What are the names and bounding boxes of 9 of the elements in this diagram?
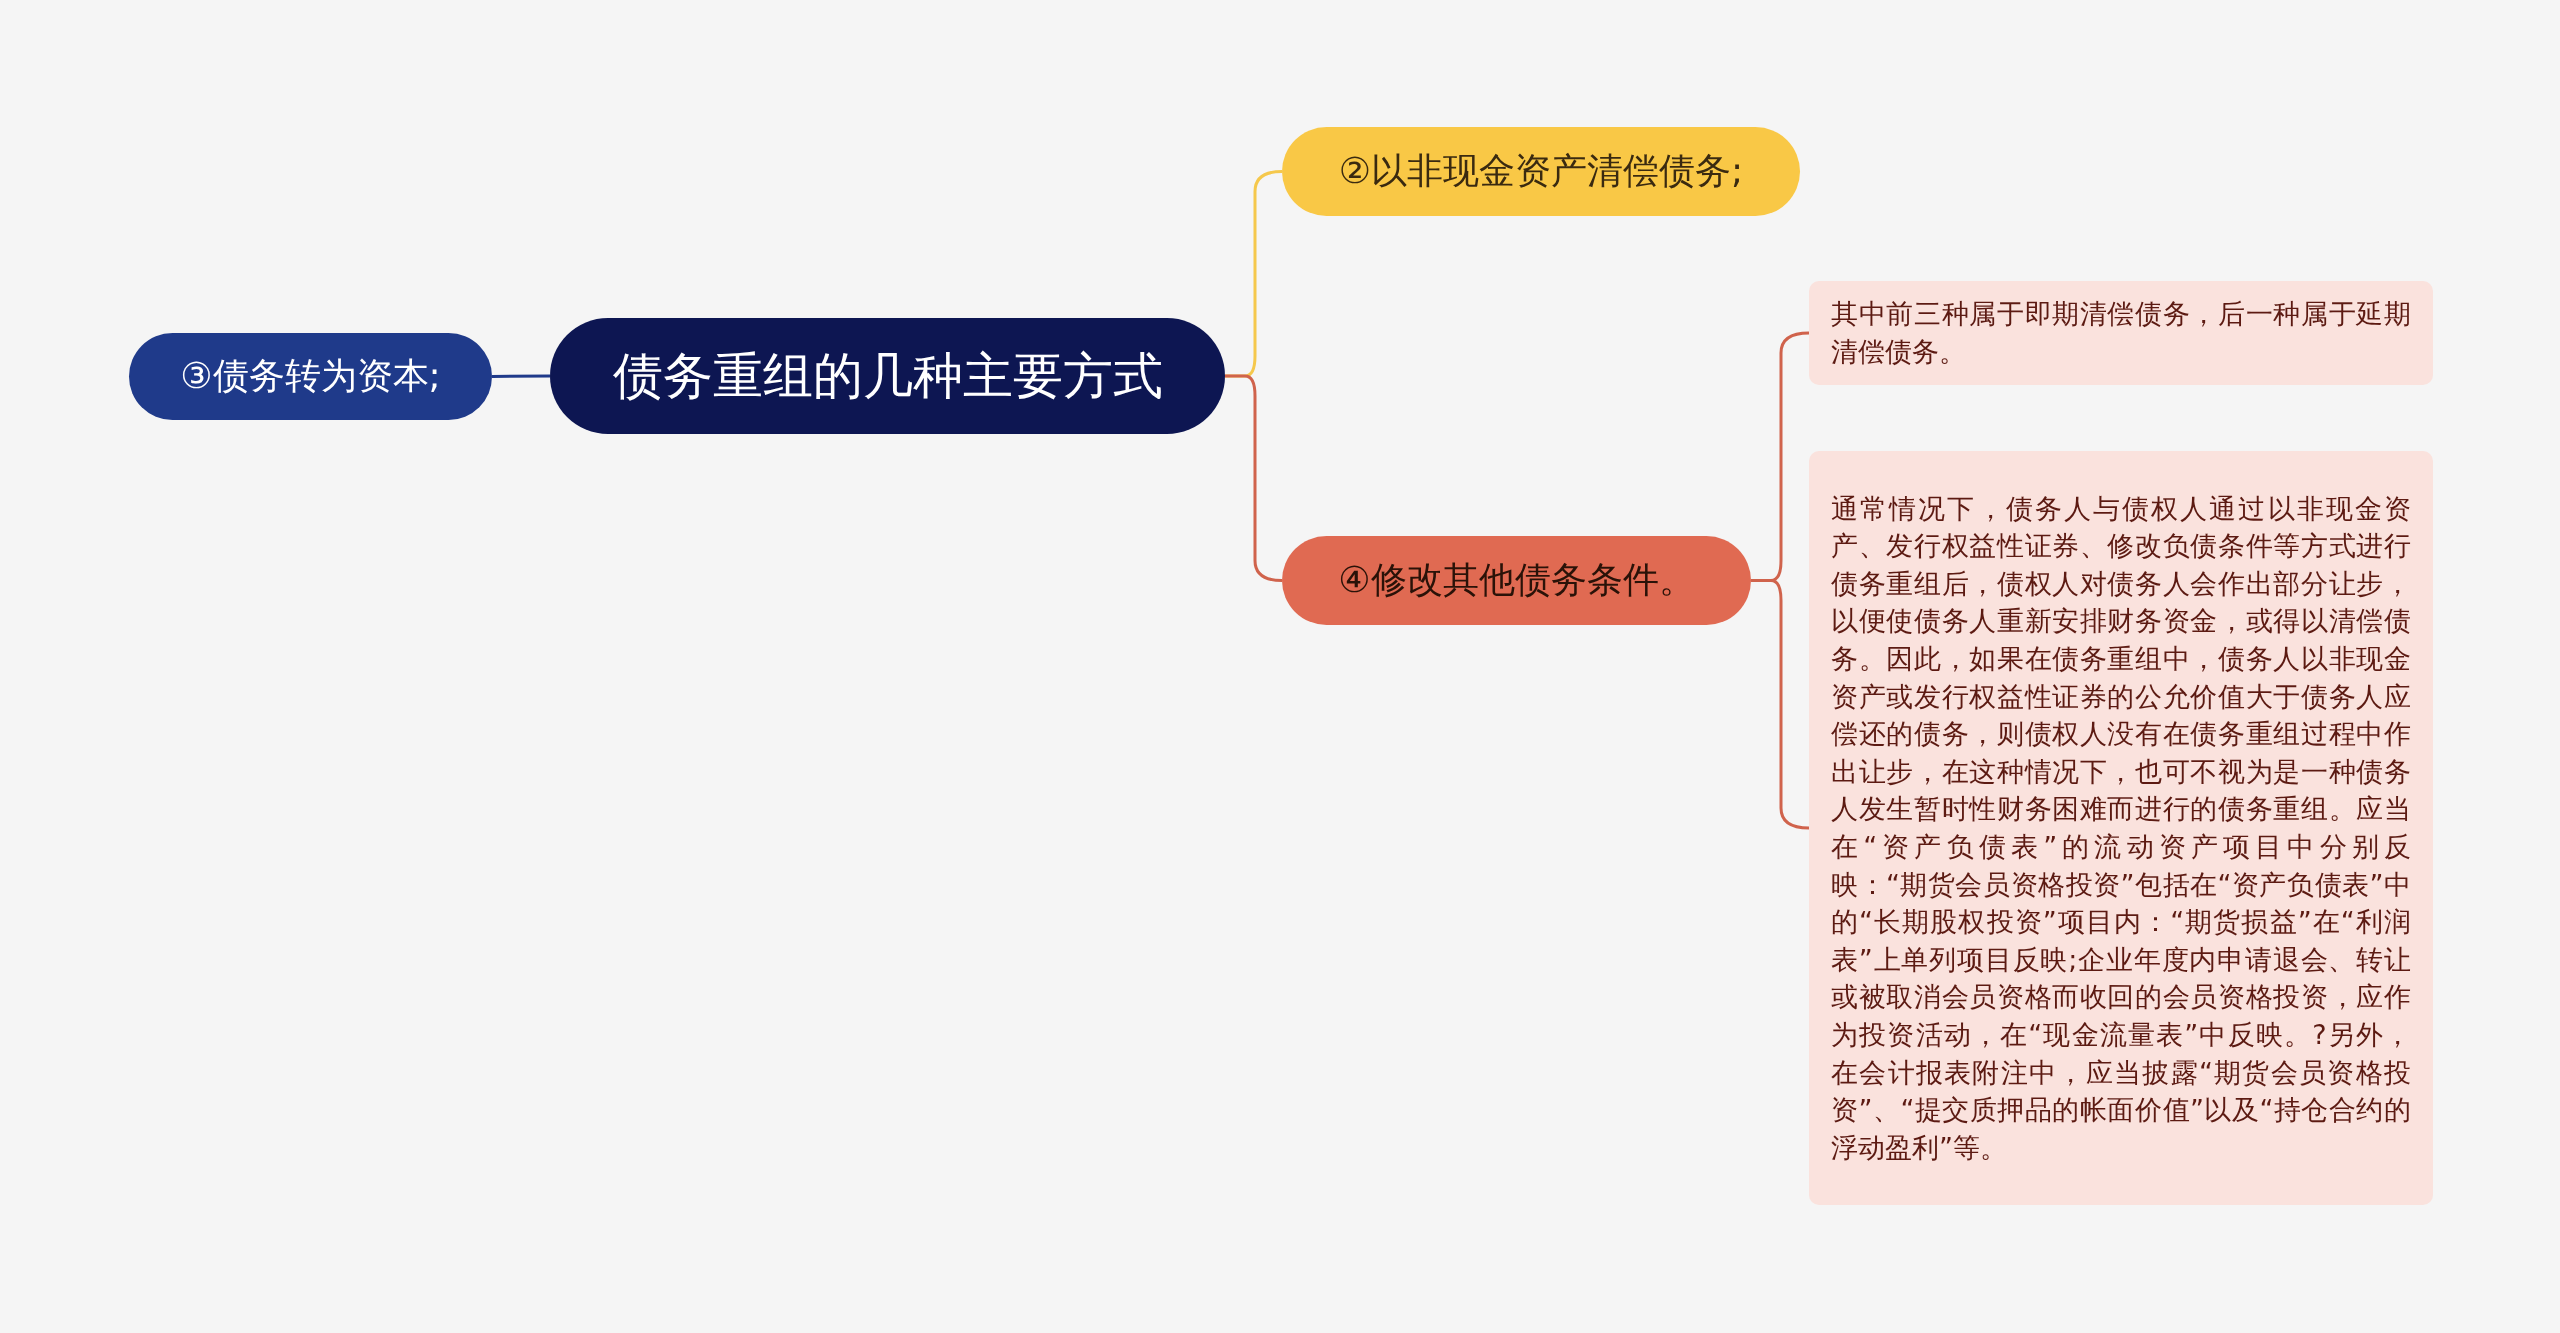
note-text: 通常情况下，债务人与债权人通过以非现金资产、发行权益性证券、修改负债条件等方式进行债务重组后，债权人对债务人会作出部分让步，以便使债务人重新安排财务资金，或得以清偿债务。因此，如果在债务重组中，债务人以非现金资产或发行权益性证券的公允价值大于债务人应偿还的债务，则债权人没有在债务重组过程中作出让步，在这种情况下，也可不视为是一种债务人发生暂时性财务困难而进行的债务重组。应当在“资产负债表”的流动资产项目中分别反映：“期货会员资格投资”包括在“资产负债表”中的“长期股权投资”项目内：“期货损益”在“利润表”上单列项目反映;企业年度内申请退会、转让或被取消会员资格而收回的会员资格投资，应作为投资活动，在“现金流量表”中反映。?另外，在会计报表附注中，应当披露“期货会员资格投资”、“提交质押品的帐面价值”以及“持仓合约的浮动盈利”等。	[1831, 491, 2411, 1165]
branch-label: 债务重组的几种主要方式	[612, 345, 1163, 407]
note-box	[1809, 281, 2433, 385]
note-text: 其中前三种属于即期清偿债务，后一种属于延期清偿债务。	[1831, 297, 2411, 369]
connector-line	[492, 374, 550, 378]
branch-label: ②以非现金资产清偿债务;	[1338, 149, 1744, 194]
branch-label: ④修改其他债务条件。	[1338, 558, 1695, 603]
note-box	[1809, 451, 2433, 1205]
branch-label: ③债务转为资本;	[180, 354, 441, 399]
